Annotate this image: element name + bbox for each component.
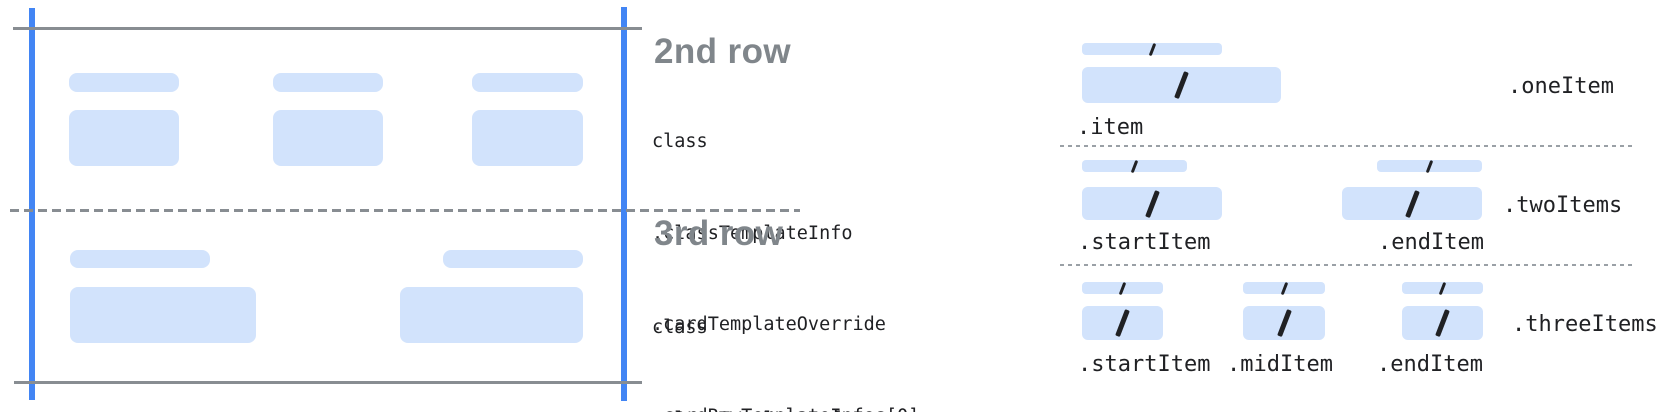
item-value-placeholder bbox=[1082, 67, 1281, 103]
template-separator-dotted-line bbox=[1060, 145, 1632, 147]
template-separator-dotted-line bbox=[1060, 264, 1632, 266]
slash-icon bbox=[1115, 309, 1130, 337]
left-margin-guide-line bbox=[29, 8, 35, 400]
item-label-placeholder bbox=[1082, 159, 1187, 173]
field-value-placeholder bbox=[70, 287, 256, 343]
item-slot-label: .endItem bbox=[1377, 352, 1483, 377]
code-line: class bbox=[652, 131, 708, 152]
code-line: .classTemplateInfo bbox=[652, 405, 919, 412]
item-label-placeholder bbox=[1402, 281, 1483, 295]
field-value-placeholder bbox=[472, 110, 583, 166]
template-name-label: .twoItems bbox=[1503, 193, 1623, 218]
item-value-placeholder bbox=[1402, 306, 1483, 340]
item-value-placeholder bbox=[1243, 306, 1325, 340]
field-label-placeholder bbox=[70, 250, 210, 268]
slash-icon bbox=[1426, 159, 1433, 173]
slash-icon bbox=[1404, 189, 1420, 218]
code-line: .cardTemplateOverride bbox=[652, 314, 886, 335]
slash-icon bbox=[1119, 281, 1126, 295]
field-label-placeholder bbox=[472, 73, 583, 92]
item-label-placeholder bbox=[1377, 159, 1482, 173]
slash-icon bbox=[1280, 281, 1288, 295]
slash-icon bbox=[1174, 71, 1189, 99]
item-slot-label: .item bbox=[1077, 115, 1144, 140]
field-value-placeholder bbox=[273, 110, 383, 166]
template-name-label: .oneItem bbox=[1508, 74, 1614, 99]
item-value-placeholder bbox=[1342, 187, 1482, 220]
right-margin-guide-line bbox=[621, 7, 627, 401]
top-guide-line bbox=[13, 27, 642, 30]
field-value-placeholder bbox=[400, 287, 583, 343]
row-3-heading: 3rd row bbox=[654, 214, 784, 253]
field-value-placeholder bbox=[69, 110, 179, 166]
code-line: .classTemplateInfo bbox=[652, 222, 853, 244]
code-line: .cardRowTemplateInfos[0] bbox=[652, 402, 919, 412]
code-line: class bbox=[652, 317, 708, 338]
item-label-placeholder bbox=[1082, 281, 1163, 295]
item-slot-label: .endItem bbox=[1378, 230, 1484, 255]
slash-icon bbox=[1144, 189, 1160, 218]
item-value-placeholder bbox=[1082, 306, 1163, 340]
item-slot-label: .midItem bbox=[1227, 352, 1333, 377]
item-slot-label: .startItem bbox=[1078, 230, 1211, 255]
slash-icon bbox=[1439, 281, 1446, 295]
row-2-code-path: class .classTemplateInfo .cardTemplateOv… bbox=[652, 66, 919, 412]
row-3-code-path: class .classTemplateInfo .cardTemplateOv… bbox=[652, 252, 919, 412]
row-divider-dashed-line bbox=[10, 209, 800, 212]
bottom-guide-line bbox=[14, 381, 642, 384]
field-label-placeholder bbox=[443, 250, 583, 268]
item-value-placeholder bbox=[1082, 187, 1222, 220]
field-label-placeholder bbox=[273, 73, 383, 92]
slash-icon bbox=[1148, 42, 1156, 56]
slash-icon bbox=[1276, 309, 1292, 337]
slash-icon bbox=[1131, 159, 1138, 173]
field-label-placeholder bbox=[69, 73, 179, 92]
item-slot-label: .startItem bbox=[1078, 352, 1211, 377]
item-label-placeholder bbox=[1082, 42, 1222, 56]
row-2-heading: 2nd row bbox=[654, 32, 791, 71]
template-name-label: .threeItems bbox=[1512, 312, 1658, 337]
item-label-placeholder bbox=[1243, 281, 1325, 295]
slash-icon bbox=[1435, 309, 1450, 337]
